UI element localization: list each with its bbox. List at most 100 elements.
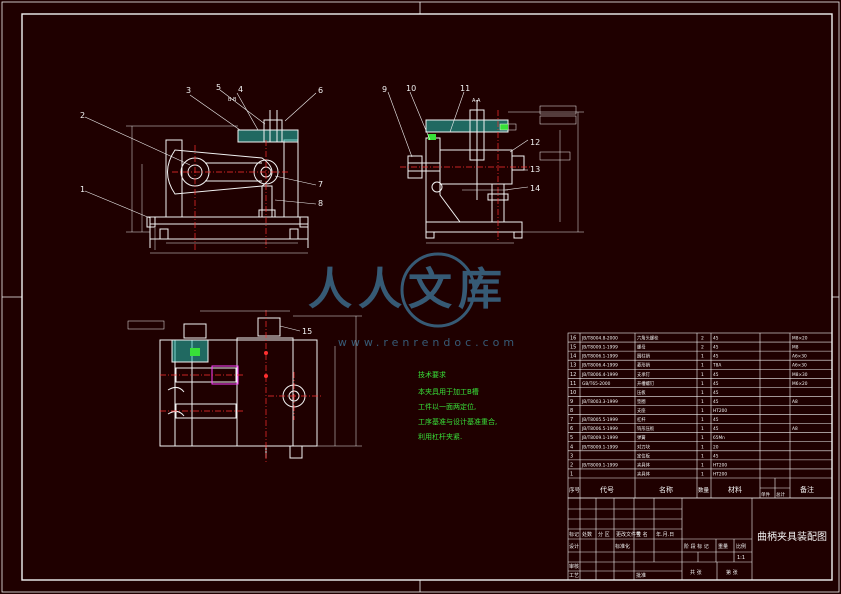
- bom-cell-code: JB/T8005.5-1999: [581, 417, 618, 423]
- side-pin: [431, 181, 443, 193]
- bom-cell-qty: 2: [701, 336, 704, 342]
- bom-cell-no: 6: [570, 426, 573, 432]
- bom-cell-note: M6×20: [792, 381, 808, 387]
- balloon-6: 6: [318, 86, 323, 95]
- bom-cell-material: 20: [713, 444, 719, 450]
- bom-cell-name: 杠杆: [637, 416, 646, 423]
- bom-cell-no: 4: [570, 444, 573, 450]
- bom-cell-qty: 1: [701, 381, 704, 387]
- balloon-7: 7: [318, 180, 323, 189]
- bom-cell-note: M8×20: [792, 336, 808, 342]
- side-section-label: A-A: [472, 98, 481, 104]
- bom-cell-name: 垫圈: [637, 398, 646, 405]
- front-base-foot-right: [299, 216, 309, 228]
- bom-cell-no: 1: [570, 471, 573, 477]
- bom-cell-name: 支承钉: [637, 371, 651, 378]
- bom-table: [567, 332, 833, 499]
- bom-cell-name: 菱形销: [637, 362, 651, 369]
- side-green-markers: [428, 124, 508, 140]
- tb-count: 处数: [582, 531, 592, 538]
- bom-cell-no: 14: [570, 354, 576, 360]
- bom-cell-code: JB/T8006.5-1999: [581, 426, 618, 432]
- bom-cell-name: 螺母: [637, 344, 646, 351]
- title-block: [567, 497, 833, 581]
- side-leaders: [387, 91, 529, 191]
- bom-cell-material: T8A: [712, 363, 721, 369]
- bom-cell-no: 8: [570, 408, 573, 414]
- balloon-9: 9: [382, 85, 387, 94]
- front-support-left: [165, 139, 183, 218]
- bom-cell-material: 45: [713, 372, 719, 378]
- tb-sheet-no: 第 张: [726, 569, 738, 576]
- bom-cell-name: 定位板: [637, 452, 651, 459]
- front-dimensions: [126, 125, 308, 254]
- bom-cell-note: A8: [792, 399, 798, 405]
- tb-change-doc: 更改文件号: [616, 531, 641, 538]
- bom-header-no: 序号: [569, 486, 581, 494]
- bom-cell-no: 16: [570, 336, 576, 342]
- bom-cell-material: HT200: [713, 462, 727, 468]
- bom-cell-name: 压板: [637, 389, 646, 396]
- watermark: 人人文库 www.renrendoc.com: [308, 252, 514, 349]
- balloon-12: 12: [530, 138, 540, 147]
- balloon-4: 4: [238, 85, 243, 94]
- bom-cell-qty: 1: [701, 444, 704, 450]
- bom-cell-name: 支座: [637, 407, 646, 414]
- front-centerlines: [172, 140, 290, 250]
- tb-zone: 分 区: [598, 531, 610, 538]
- bom-cell-qty: 1: [701, 372, 704, 378]
- tb-signature: 签 名: [636, 531, 648, 538]
- bom-cell-note: A6×30: [792, 354, 807, 360]
- tech-note-line-2: 工件以一面两定位,: [418, 402, 476, 411]
- bom-cell-name: 圆柱销: [637, 353, 651, 360]
- watermark-text: 人人文库: [308, 264, 508, 315]
- bom-cell-qty: 1: [701, 462, 704, 468]
- tb-stage-mark: 阶 段 标 记: [684, 543, 709, 550]
- front-clamp-block: [263, 119, 283, 143]
- bom-cell-qty: 1: [701, 399, 704, 405]
- bom-cell-qty: 1: [701, 408, 704, 414]
- bom-cell-qty: 1: [701, 453, 704, 459]
- tb-approve: 批准: [636, 572, 646, 579]
- tb-scale: 比例: [736, 543, 746, 550]
- bom-cell-no: 12: [570, 372, 576, 378]
- bom-cell-name: 钩形压板: [637, 425, 655, 432]
- balloon-2: 2: [80, 111, 85, 120]
- top-tolerance-frame: [127, 320, 165, 330]
- bom-cell-qty: 1: [701, 426, 704, 432]
- bom-cell-material: HT200: [713, 471, 727, 477]
- top-leaders: [279, 325, 301, 332]
- top-balloon-labels: 15: [302, 327, 312, 336]
- tb-scale-value: 1:1: [737, 555, 745, 561]
- tb-standardize: 标准化: [615, 543, 630, 550]
- bom-cell-name: 开槽螺钉: [637, 380, 655, 387]
- tb-process: 工艺: [569, 573, 579, 579]
- bom-header-unit-weight: 单件: [761, 491, 770, 498]
- tb-date: 年.月.日: [656, 531, 674, 538]
- side-base: [425, 221, 523, 233]
- front-base: [149, 216, 309, 240]
- bom-cell-code: JB/T8009.1-1999: [581, 462, 618, 468]
- top-nut-left: [183, 323, 207, 339]
- bom-header-name: 名称: [659, 485, 673, 494]
- bom-cell-material: 45: [713, 354, 719, 360]
- front-leaders: [84, 89, 317, 219]
- side-top-plate: [425, 119, 509, 133]
- bom-cell-qty: 1: [701, 471, 704, 477]
- tb-weight: 重量: [718, 543, 728, 550]
- tb-sheets-total: 共 张: [690, 569, 702, 576]
- tech-note-line-4: 利用杠杆夹紧.: [418, 432, 462, 441]
- bom-cell-no: 2: [570, 462, 573, 468]
- front-view: [146, 110, 309, 248]
- bom-cell-material: 45: [713, 399, 719, 405]
- bom-cell-material: 45: [713, 417, 719, 423]
- tech-notes-title: 技术要求: [418, 370, 446, 379]
- bom-cell-material: 45: [713, 453, 719, 459]
